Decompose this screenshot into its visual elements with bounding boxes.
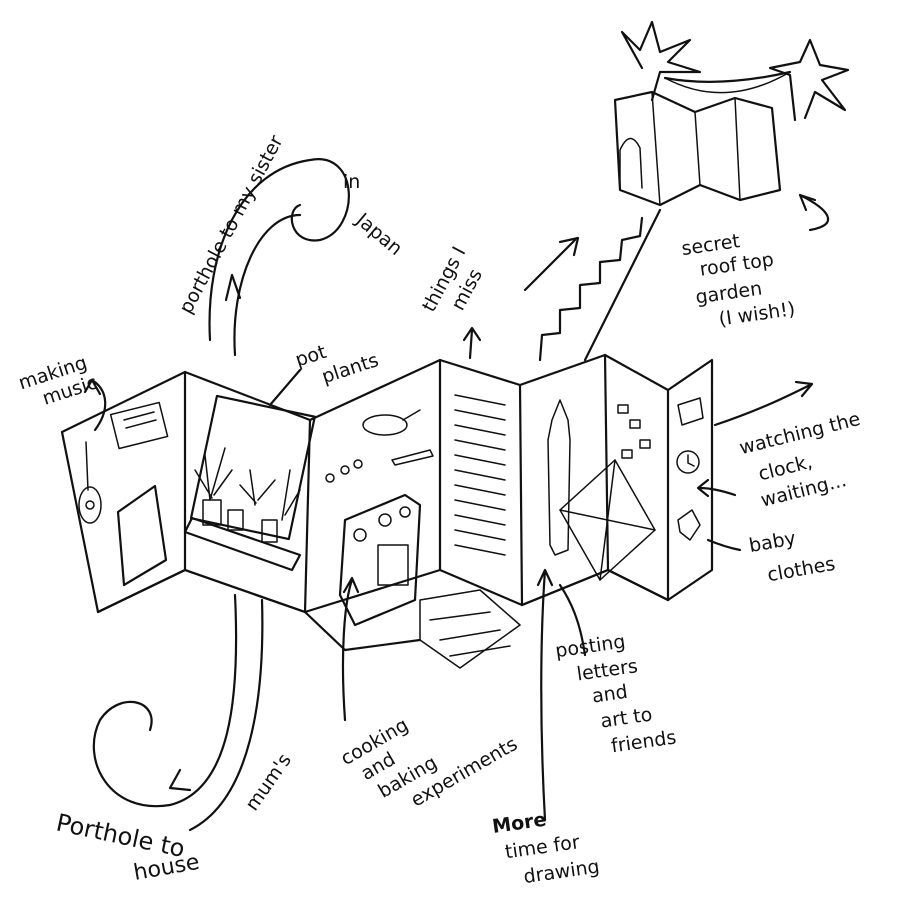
svg-text:baby: baby <box>747 527 797 557</box>
staircase-line <box>540 218 642 360</box>
rooftop-garden-drawing <box>615 22 848 205</box>
svg-text:More: More <box>491 809 548 838</box>
label-posting-letters: posting letters and art to friends <box>554 625 678 763</box>
svg-text:letters: letters <box>575 655 639 685</box>
label-things-i-miss: things I miss <box>418 243 493 327</box>
svg-text:clothes: clothes <box>766 553 837 587</box>
svg-text:art to: art to <box>599 704 654 733</box>
label-making-music: making music <box>16 351 100 416</box>
svg-text:mum's: mum's <box>241 750 296 815</box>
label-baby-clothes: baby clothes <box>747 521 837 588</box>
svg-text:Japan: Japan <box>351 208 407 260</box>
staircase-rail <box>585 210 660 360</box>
svg-text:porthole to my sister: porthole to my sister <box>175 132 288 318</box>
label-cooking-baking: cooking and baking experiments <box>337 671 521 831</box>
folded-house-drawing <box>62 355 712 668</box>
porthole-sister-spiral <box>210 159 349 355</box>
label-porthole-sister: porthole to my sister in Japan <box>175 132 407 318</box>
svg-text:drawing: drawing <box>522 856 601 888</box>
svg-text:time for: time for <box>504 831 582 863</box>
label-secret-garden: secret roof top garden (I wish!) <box>680 224 796 335</box>
porthole-mum-spiral <box>94 595 263 830</box>
svg-text:house: house <box>132 850 202 886</box>
label-watching-clock: watching the clock, waiting... <box>737 408 876 514</box>
svg-text:watching the: watching the <box>737 408 862 459</box>
label-pot-plants: pot plants <box>293 326 382 394</box>
label-more-time-drawing: More time for drawing <box>491 802 601 891</box>
svg-text:and: and <box>591 681 629 708</box>
svg-text:in: in <box>343 171 360 193</box>
svg-text:friends: friends <box>610 726 678 757</box>
label-porthole-mum: Porthole to mum's house <box>54 750 296 886</box>
svg-text:plants: plants <box>319 349 381 388</box>
